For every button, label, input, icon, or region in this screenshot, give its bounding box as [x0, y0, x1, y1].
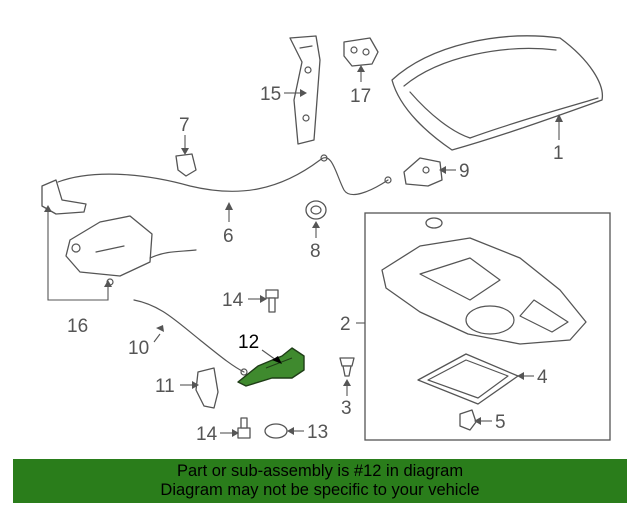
leader-10	[153, 333, 161, 343]
callout-15: 15	[260, 84, 281, 105]
part-16-latch-assembly	[41, 179, 197, 286]
part-7-clip	[175, 153, 197, 177]
callout-7: 7	[179, 115, 190, 136]
callout-4: 4	[537, 367, 548, 388]
callout-16: 16	[67, 316, 88, 337]
arrow-1	[555, 114, 563, 122]
leader-12	[261, 349, 277, 361]
callout-3: 3	[341, 398, 352, 419]
leader-16	[47, 212, 109, 301]
callout-17: 17	[350, 86, 371, 107]
arrow-5	[474, 417, 481, 425]
arrow-13	[287, 427, 294, 435]
part-4-seal	[417, 353, 519, 405]
arrow-8	[312, 221, 320, 228]
arrow-11	[192, 381, 199, 389]
insulator-box	[364, 212, 611, 441]
callout-14-upper: 14	[222, 290, 244, 311]
part-15-hinge	[289, 35, 321, 145]
callout-12: 12	[238, 332, 259, 353]
callout-2: 2	[340, 314, 351, 335]
arrow-7	[181, 148, 189, 155]
part-14-bolt-lower	[237, 417, 251, 439]
part-13-ring	[264, 423, 288, 439]
banner-line-2: Diagram may not be specific to your vehi…	[160, 481, 480, 499]
part-14-bolt-upper	[265, 289, 279, 313]
part-11-bracket	[195, 367, 219, 409]
arrow-17	[357, 65, 365, 72]
callout-14-lower: 14	[196, 424, 218, 445]
arrow-15	[300, 89, 307, 97]
callout-9: 9	[459, 161, 470, 182]
part-17-bracket	[343, 37, 379, 67]
callout-10: 10	[128, 338, 149, 359]
callout-13: 13	[307, 422, 328, 443]
part-3-clip	[339, 357, 355, 377]
part-6-cable	[57, 154, 392, 195]
arrow-14b	[232, 429, 239, 437]
part-10-support-rod	[133, 299, 248, 376]
arrow-12	[272, 356, 282, 364]
banner-line-1: Part or sub-assembly is #12 in diagram	[176, 462, 464, 480]
part-9-latch	[403, 157, 443, 187]
arrow-14a	[260, 295, 267, 303]
part-1-hood	[391, 35, 604, 151]
part-12-highlighted	[237, 347, 305, 387]
part-2-insulator	[381, 217, 587, 345]
arrow-16b	[104, 280, 112, 287]
callout-1: 1	[553, 143, 564, 164]
callout-8: 8	[310, 241, 321, 262]
part-5-clip	[459, 409, 477, 431]
arrow-3	[343, 379, 351, 386]
parts-diagram: 1 15 17 7 6 9 8	[41, 35, 611, 445]
info-banner: Part or sub-assembly is #12 in diagram D…	[13, 459, 627, 503]
arrow-9	[439, 166, 446, 174]
callout-11: 11	[155, 376, 175, 397]
callout-6: 6	[223, 226, 234, 247]
part-8-grommet	[305, 200, 327, 220]
arrow-6	[225, 202, 233, 210]
callout-5: 5	[495, 412, 506, 433]
arrow-10	[156, 325, 164, 332]
arrow-4	[517, 372, 524, 380]
arrow-16a	[44, 205, 52, 212]
